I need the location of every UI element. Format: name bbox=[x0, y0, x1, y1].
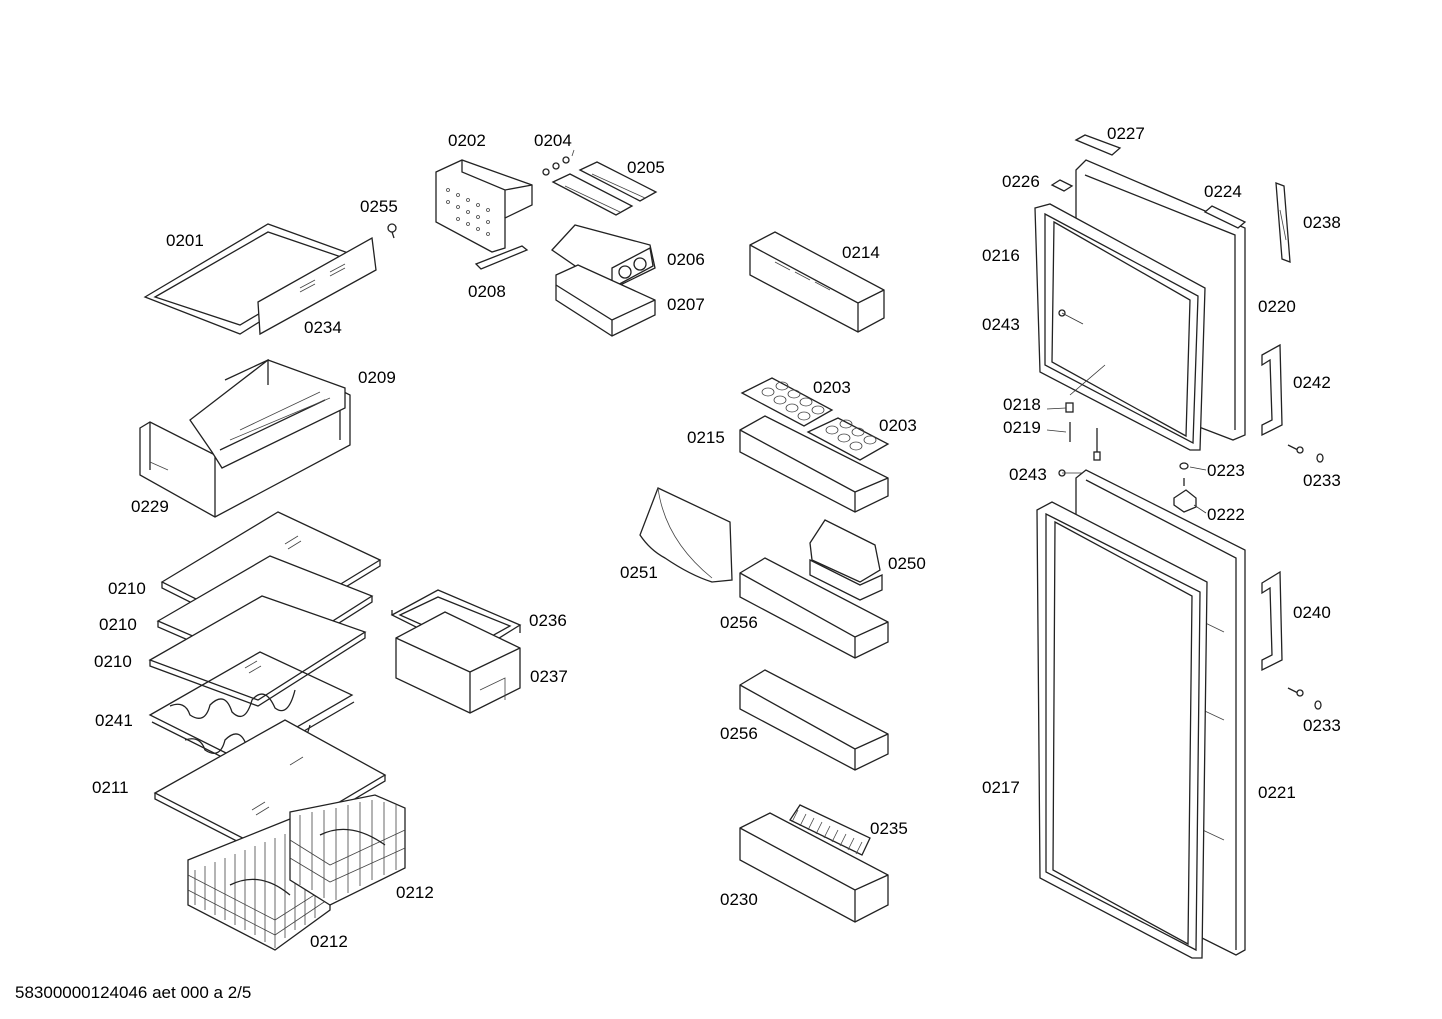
part-0223-washer bbox=[1179, 462, 1189, 486]
part-0227-cap bbox=[1074, 134, 1122, 156]
part-0240-handle bbox=[1261, 570, 1283, 672]
part-0219-pin bbox=[1069, 422, 1101, 461]
label-0241: 0241 bbox=[95, 711, 133, 730]
label-0205: 0205 bbox=[627, 158, 665, 177]
label-0238: 0238 bbox=[1303, 213, 1341, 232]
label-0242: 0242 bbox=[1293, 373, 1331, 392]
part-0233-screw-1 bbox=[1287, 444, 1324, 463]
label-0218: 0218 bbox=[1003, 395, 1041, 414]
part-0256-door-shelf-1 bbox=[739, 557, 889, 659]
part-0202-cover bbox=[435, 159, 533, 253]
part-0210-shelf-3 bbox=[148, 595, 367, 707]
label-0203: 0203 bbox=[879, 416, 917, 435]
label-0256: 0256 bbox=[720, 613, 758, 632]
part-0226-part bbox=[1050, 179, 1074, 192]
label-0226: 0226 bbox=[1002, 172, 1040, 191]
part-0250-box bbox=[809, 519, 883, 601]
part-0235-brush bbox=[789, 804, 871, 856]
label-0212: 0212 bbox=[396, 883, 434, 902]
part-0215-door-shelf bbox=[739, 415, 889, 513]
label-0236: 0236 bbox=[529, 611, 567, 630]
label-0219: 0219 bbox=[1003, 418, 1041, 437]
label-0250: 0250 bbox=[888, 554, 926, 573]
label-0203: 0203 bbox=[813, 378, 851, 397]
part-0203-egg-tray-1 bbox=[740, 377, 834, 427]
label-0214: 0214 bbox=[842, 243, 880, 262]
label-0243: 0243 bbox=[1009, 465, 1047, 484]
part-0208-strip bbox=[474, 245, 529, 270]
label-0206: 0206 bbox=[667, 250, 705, 269]
document-id-footer: 58300000124046 aet 000 a 2/5 bbox=[15, 983, 251, 1002]
part-0238-hinge-cover bbox=[1275, 182, 1291, 263]
label-0237: 0237 bbox=[530, 667, 568, 686]
callout-labels: 0201 0202 0203 0203 0204 0205 0206 0207 … bbox=[92, 124, 1341, 951]
part-0230-door-bin bbox=[739, 812, 889, 923]
label-0216: 0216 bbox=[982, 246, 1020, 265]
label-0235: 0235 bbox=[870, 819, 908, 838]
label-0223: 0223 bbox=[1207, 461, 1245, 480]
part-0217-lower-gasket bbox=[1036, 501, 1208, 959]
label-0224: 0224 bbox=[1204, 182, 1242, 201]
part-0209-drawer-insert bbox=[189, 358, 346, 469]
label-0210: 0210 bbox=[94, 652, 132, 671]
label-0210: 0210 bbox=[108, 579, 146, 598]
part-0234-front-panel bbox=[257, 236, 377, 336]
part-0204-small-parts bbox=[542, 149, 575, 176]
label-0233: 0233 bbox=[1303, 716, 1341, 735]
part-0256-door-shelf-2 bbox=[739, 669, 889, 771]
label-0229: 0229 bbox=[131, 497, 169, 516]
label-0211: 0211 bbox=[92, 778, 129, 797]
label-0222: 0222 bbox=[1207, 505, 1245, 524]
part-0237-box bbox=[395, 611, 521, 714]
label-0251: 0251 bbox=[620, 563, 658, 582]
label-0201: 0201 bbox=[166, 231, 204, 250]
label-0227: 0227 bbox=[1107, 124, 1145, 143]
part-0224-part bbox=[1203, 205, 1247, 229]
label-0255: 0255 bbox=[360, 197, 398, 216]
part-0203-egg-tray-2 bbox=[806, 417, 890, 461]
label-0207: 0207 bbox=[667, 295, 705, 314]
part-0233-screw-2 bbox=[1287, 687, 1322, 710]
part-0212-basket-right bbox=[289, 794, 406, 906]
label-0202: 0202 bbox=[448, 131, 486, 150]
label-0209: 0209 bbox=[358, 368, 396, 387]
label-0208: 0208 bbox=[468, 282, 506, 301]
part-0251-cover bbox=[639, 487, 733, 583]
label-0240: 0240 bbox=[1293, 603, 1331, 622]
label-0212: 0212 bbox=[310, 932, 348, 951]
part-0205-ice-trays bbox=[551, 161, 658, 216]
part-0218-bushing bbox=[1065, 402, 1074, 413]
part-0242-handle bbox=[1261, 343, 1283, 437]
label-0210: 0210 bbox=[99, 615, 137, 634]
label-0256: 0256 bbox=[720, 724, 758, 743]
part-0207-ice-box bbox=[555, 264, 656, 337]
part-0214-door-shelf bbox=[749, 231, 885, 333]
label-0243: 0243 bbox=[982, 315, 1020, 334]
part-0255-screw bbox=[387, 223, 397, 239]
label-0233: 0233 bbox=[1303, 471, 1341, 490]
label-0215: 0215 bbox=[687, 428, 725, 447]
leader-lines bbox=[1046, 312, 1207, 514]
part-0222-hinge bbox=[1173, 489, 1197, 513]
label-0234: 0234 bbox=[304, 318, 342, 337]
label-0217: 0217 bbox=[982, 778, 1020, 797]
label-0230: 0230 bbox=[720, 890, 758, 909]
label-0220: 0220 bbox=[1258, 297, 1296, 316]
label-0221: 0221 bbox=[1258, 783, 1296, 802]
label-0204: 0204 bbox=[534, 131, 572, 150]
